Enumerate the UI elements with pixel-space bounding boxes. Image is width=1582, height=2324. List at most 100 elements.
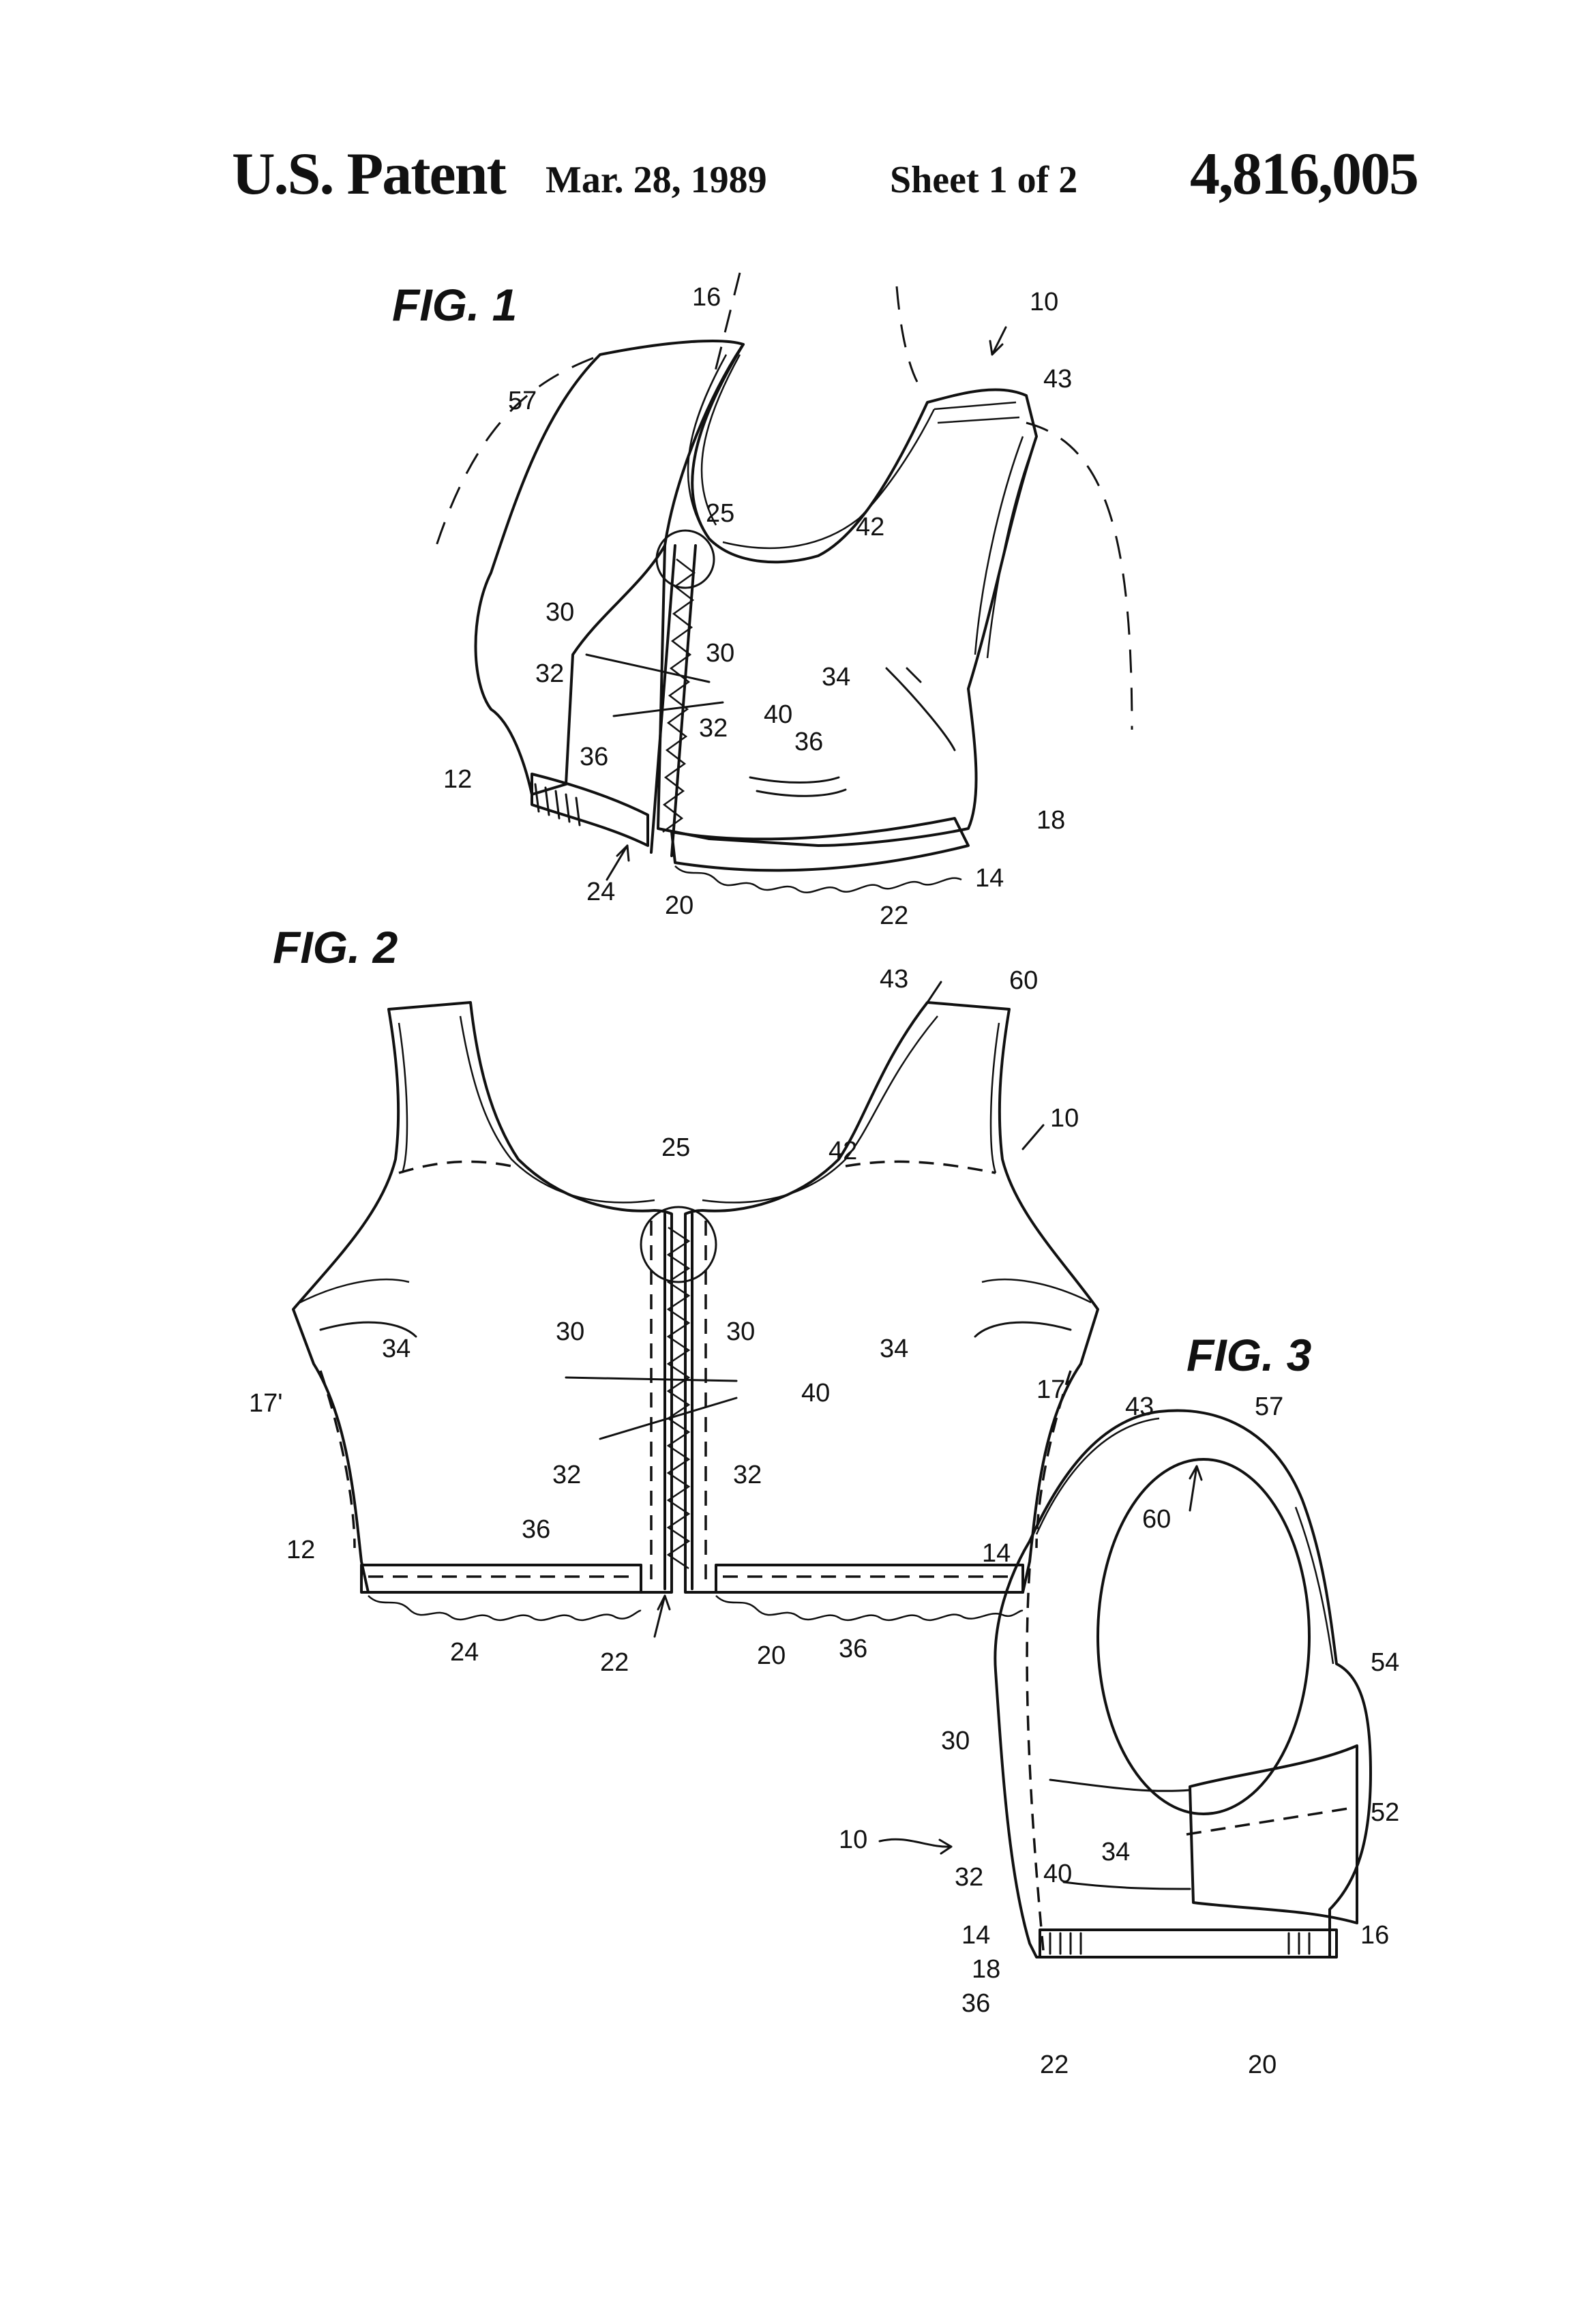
fig3-panel-52 bbox=[1189, 1744, 1358, 1924]
ref-numeral: 36 bbox=[961, 1989, 990, 2018]
ref-numeral: 52 bbox=[1371, 1798, 1399, 1827]
fig2-left-panel-outline bbox=[292, 1001, 673, 1594]
fig1-band-hatching bbox=[534, 783, 581, 826]
ref-numeral: 57 bbox=[1255, 1392, 1283, 1421]
fig1-seam-lines bbox=[585, 653, 956, 751]
fig1-band-left bbox=[531, 773, 649, 847]
ref-numeral: 10 bbox=[1050, 1104, 1079, 1133]
fig1-neckline-zigzag bbox=[687, 354, 741, 529]
fig2-strap-seam bbox=[398, 1160, 996, 1174]
ref-numeral: 43 bbox=[880, 965, 908, 994]
fig2-band-scallop-left bbox=[368, 1595, 642, 1622]
ref-numeral: 14 bbox=[982, 1539, 1011, 1568]
ref-numeral: 17' bbox=[1036, 1375, 1071, 1404]
fig2-reference-numerals: 43 60 10 25 42 34 34 30 30 40 17' 17' 32… bbox=[249, 965, 1079, 1677]
ref-numeral: 32 bbox=[552, 1461, 581, 1489]
figure-3: FIG. 3 43 57 60 54 30 52 10 34 32 40 14 bbox=[839, 1330, 1399, 2079]
ref-numeral: 17' bbox=[249, 1389, 283, 1418]
sheet-number: Sheet 1 of 2 bbox=[890, 159, 1078, 201]
fig1-phantom-shoulder-left bbox=[435, 357, 594, 546]
ref-numeral: 22 bbox=[600, 1648, 629, 1677]
patent-date: Mar. 28, 1989 bbox=[546, 159, 767, 201]
fig1-darts bbox=[749, 776, 847, 797]
fig2-armhole-zigzag bbox=[299, 1279, 1092, 1304]
fig2-left-trim bbox=[398, 1015, 655, 1204]
fig3-reference-numerals: 43 57 60 54 30 52 10 34 32 40 14 16 18 3… bbox=[839, 1392, 1399, 2079]
fig1-leader-10 bbox=[989, 326, 1007, 356]
patent-number: 4,816,005 bbox=[1190, 141, 1419, 207]
ref-numeral: 42 bbox=[856, 513, 884, 541]
ref-numeral: 20 bbox=[665, 891, 693, 920]
ref-numeral: 36 bbox=[522, 1515, 550, 1544]
fig1-phantom-neck-left bbox=[711, 272, 741, 383]
fig3-band bbox=[1039, 1928, 1338, 1958]
fig1-reference-numerals: 16 10 43 57 25 42 30 30 32 34 32 40 36 3… bbox=[443, 283, 1072, 930]
ref-numeral: 30 bbox=[556, 1317, 584, 1346]
ref-numeral: 12 bbox=[286, 1536, 315, 1564]
fig3-neck-opening bbox=[1096, 1458, 1311, 1815]
ref-numeral: 32 bbox=[535, 659, 564, 688]
figure-1-label: FIG. 1 bbox=[392, 280, 517, 330]
ref-numeral: 22 bbox=[880, 902, 908, 930]
fig2-zipper-stitching bbox=[650, 1221, 707, 1582]
ref-numeral: 25 bbox=[661, 1133, 690, 1162]
ref-numeral: 20 bbox=[1248, 2051, 1277, 2079]
fig1-phantom-neck-right bbox=[895, 286, 919, 383]
ref-numeral: 24 bbox=[586, 878, 615, 906]
fig1-zipper bbox=[650, 544, 697, 857]
ref-numeral: 34 bbox=[382, 1335, 411, 1363]
ref-numeral: 30 bbox=[941, 1727, 970, 1755]
ref-numeral: 36 bbox=[794, 728, 823, 756]
ref-numeral: 34 bbox=[822, 663, 850, 691]
ref-numeral: 60 bbox=[1142, 1505, 1171, 1534]
fig1-phantom-shoulder-right bbox=[1026, 421, 1133, 730]
fig2-darts-34 bbox=[319, 1321, 1072, 1338]
fig2-leaders bbox=[653, 981, 1045, 1638]
ref-numeral: 32 bbox=[733, 1461, 762, 1489]
ref-numeral: 32 bbox=[699, 714, 728, 743]
ref-numeral: 36 bbox=[580, 743, 608, 771]
figure-1: FIG. 1 bbox=[392, 272, 1133, 930]
patent-title: U.S. Patent bbox=[232, 141, 507, 207]
ref-numeral: 40 bbox=[1043, 1860, 1072, 1888]
ref-numeral: 30 bbox=[706, 639, 734, 668]
fig1-leader-24 bbox=[606, 844, 630, 881]
fig2-side-seams bbox=[319, 1370, 1072, 1549]
fig3-side-seam bbox=[1026, 1568, 1045, 1951]
ref-numeral: 40 bbox=[764, 700, 792, 729]
ref-numeral: 18 bbox=[972, 1955, 1000, 1984]
ref-numeral: 24 bbox=[450, 1638, 479, 1667]
ref-numeral: 14 bbox=[975, 864, 1004, 893]
fig3-garment-outline bbox=[994, 1409, 1372, 1958]
fig2-zipper-pull-circle bbox=[640, 1206, 717, 1283]
ref-numeral: 16 bbox=[692, 283, 721, 312]
fig1-strap-seam bbox=[934, 401, 1020, 424]
fig1-band-right bbox=[670, 817, 970, 872]
ref-numeral: 10 bbox=[839, 1826, 867, 1854]
ref-numeral: 43 bbox=[1043, 365, 1072, 393]
ref-numeral: 34 bbox=[1101, 1838, 1130, 1866]
ref-numeral: 10 bbox=[1030, 288, 1058, 316]
fig3-leaders bbox=[878, 1465, 1203, 1855]
fig2-band bbox=[360, 1564, 1024, 1594]
ref-numeral: 30 bbox=[546, 598, 574, 627]
fig3-seams bbox=[1049, 1778, 1191, 1890]
ref-numeral: 57 bbox=[508, 387, 537, 415]
ref-numeral: 42 bbox=[829, 1137, 857, 1165]
ref-numeral: 34 bbox=[880, 1335, 908, 1363]
fig2-right-panel-outline bbox=[684, 1001, 1099, 1594]
fig2-right-trim bbox=[702, 1015, 1000, 1204]
fig2-zipper bbox=[663, 1212, 693, 1590]
fig2-band-scallop-right bbox=[715, 1595, 1024, 1622]
ref-numeral: 54 bbox=[1371, 1648, 1399, 1677]
ref-numeral: 18 bbox=[1036, 806, 1065, 835]
fig1-zipper-pull-circle bbox=[655, 529, 715, 589]
ref-numeral: 22 bbox=[1040, 2051, 1069, 2079]
ref-numeral: 14 bbox=[961, 1921, 990, 1950]
fig1-armhole-trim bbox=[974, 436, 1034, 659]
fig3-band-hatching bbox=[1049, 1932, 1311, 1955]
fig3-trim-zigzag bbox=[1035, 1417, 1334, 1665]
fig1-right-panel-outline bbox=[657, 343, 1038, 847]
